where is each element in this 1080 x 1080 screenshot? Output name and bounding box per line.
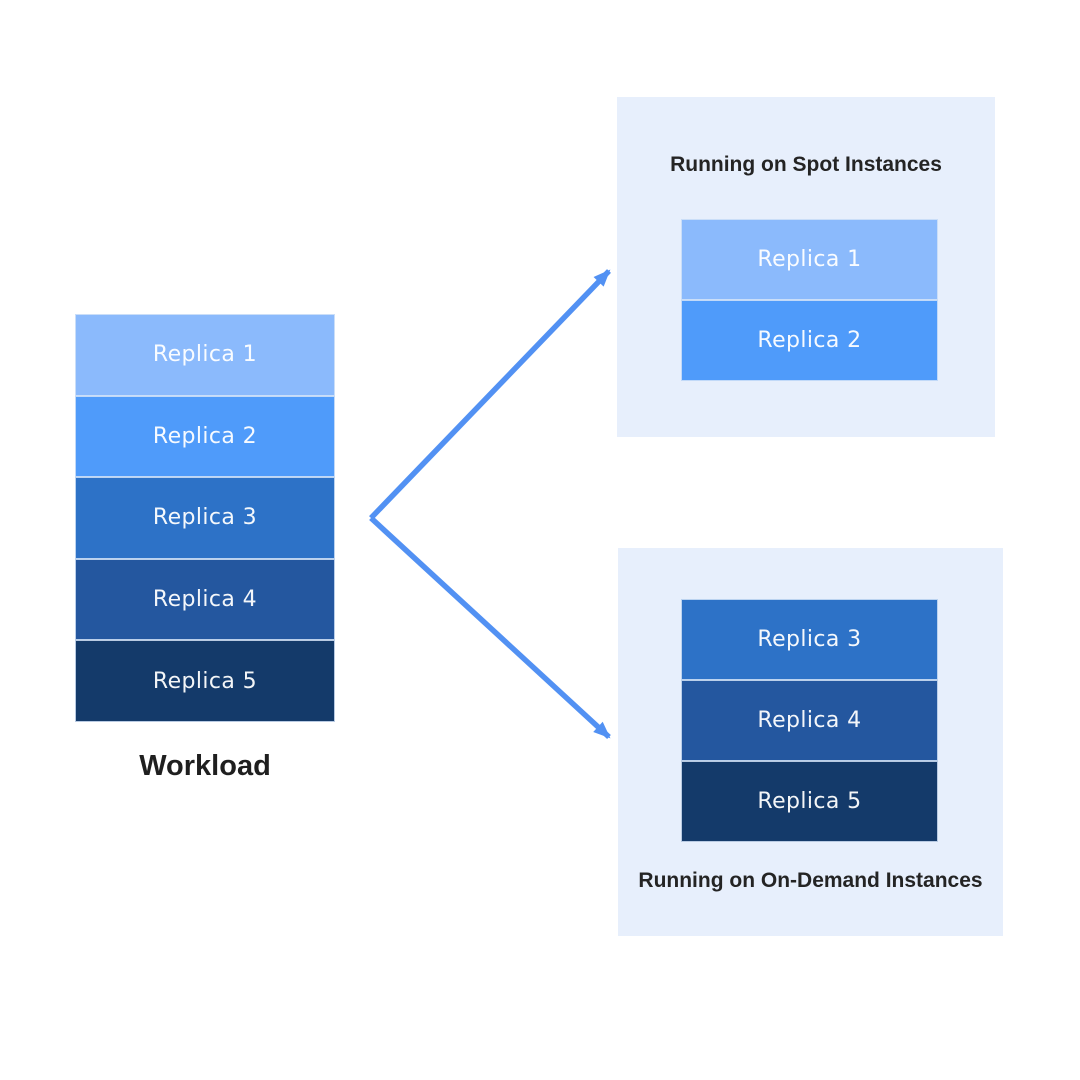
spot-instances-panel: Running on Spot Instances Replica 1 Repl… bbox=[617, 97, 995, 437]
replica-label: Replica 5 bbox=[152, 668, 258, 694]
on-demand-replica-3: Replica 3 bbox=[681, 599, 938, 680]
on-demand-replica-5: Replica 5 bbox=[681, 761, 938, 842]
arrow-to-spot-panel bbox=[369, 269, 611, 520]
workload-stack: Replica 1 Replica 2 Replica 3 Replica 4 … bbox=[75, 314, 335, 722]
replica-label: Replica 4 bbox=[152, 587, 258, 613]
replica-label: Replica 5 bbox=[757, 789, 862, 814]
workload-replica-1: Replica 1 bbox=[75, 314, 335, 396]
spot-replica-2: Replica 2 bbox=[681, 300, 938, 381]
on-demand-instances-panel: Replica 3 Replica 4 Replica 5 Running on… bbox=[618, 548, 1003, 936]
on-demand-panel-title: Running on On-Demand Instances bbox=[638, 869, 983, 892]
replica-label: Replica 2 bbox=[152, 423, 258, 449]
workload-replica-5: Replica 5 bbox=[75, 640, 335, 722]
replica-label: Replica 3 bbox=[152, 505, 258, 531]
replica-label: Replica 3 bbox=[757, 627, 862, 652]
workload-replica-4: Replica 4 bbox=[75, 558, 335, 641]
arrow-to-on-demand-panel bbox=[369, 515, 611, 740]
replica-label: Replica 2 bbox=[757, 328, 862, 353]
replica-label: Replica 1 bbox=[152, 342, 258, 368]
workload-title: Workload bbox=[139, 750, 271, 782]
workload-replica-2: Replica 2 bbox=[75, 395, 335, 478]
on-demand-panel-replica-stack: Replica 3 Replica 4 Replica 5 bbox=[681, 599, 938, 842]
on-demand-replica-4: Replica 4 bbox=[681, 680, 938, 761]
spot-panel-title: Running on Spot Instances bbox=[670, 153, 942, 176]
replica-label: Replica 4 bbox=[757, 708, 862, 733]
spot-replica-1: Replica 1 bbox=[681, 219, 938, 300]
branch-arrows bbox=[369, 269, 611, 740]
spot-panel-replica-stack: Replica 1 Replica 2 bbox=[681, 219, 938, 381]
workload-replica-3: Replica 3 bbox=[75, 477, 335, 559]
replica-label: Replica 1 bbox=[757, 247, 862, 272]
